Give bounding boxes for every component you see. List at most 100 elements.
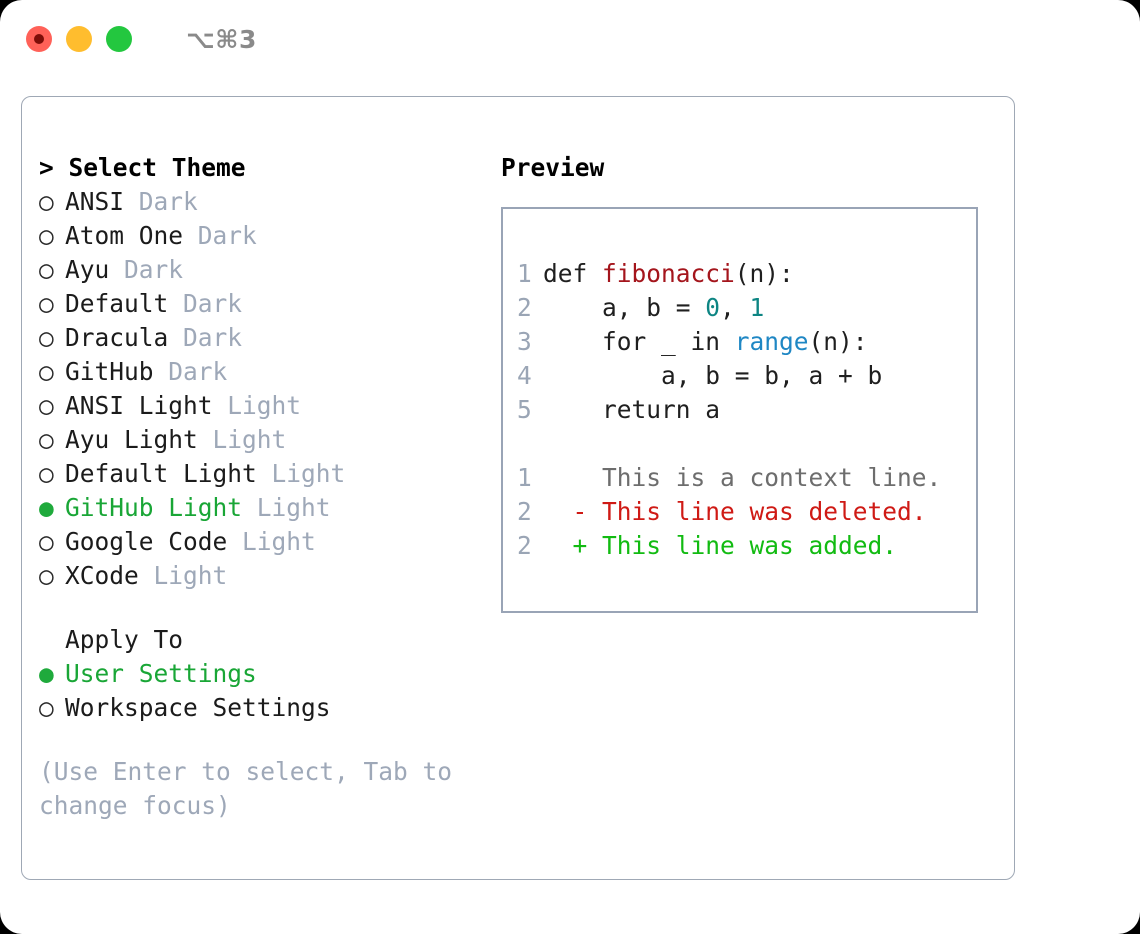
apply-to-option-user-settings[interactable]: ● User Settings <box>39 657 479 691</box>
diff-line-text: - This line was deleted. <box>543 497 927 526</box>
apply-to-options: ● User Settings ○ Workspace Settings <box>39 657 479 725</box>
apply-to-option-label: Workspace Settings <box>65 693 331 722</box>
theme-option-github-light[interactable]: ● GitHub Light Light <box>39 491 479 525</box>
theme-option-variant: Dark <box>168 323 243 352</box>
apply-to-title: Apply To <box>65 625 184 654</box>
theme-list: ○ ANSI Dark ○ Atom One Dark ○ Ayu Dark ○ Defaul… <box>39 185 479 593</box>
code-token: fibonacci <box>602 259 735 288</box>
theme-option-default-light[interactable]: ○ Default Light Light <box>39 457 479 491</box>
radio-unselected-icon: ○ <box>39 561 54 590</box>
code-line: 2 a, b = 0, 1 <box>517 291 968 325</box>
code-token: 0 <box>705 293 721 322</box>
theme-option-label: Default <box>65 289 169 318</box>
theme-option-variant: Light <box>227 527 316 556</box>
theme-option-github[interactable]: ○GitHub Dark <box>39 355 479 389</box>
line-number: 2 <box>517 531 532 560</box>
theme-option-label: Dracula <box>65 323 169 352</box>
line-number: 1 <box>517 463 532 492</box>
radio-unselected-icon: ○ <box>39 527 54 556</box>
code-line: 1 def fibonacci(n): <box>517 257 968 291</box>
line-number: 1 <box>517 259 532 288</box>
hint-spacer <box>39 725 479 755</box>
radio-unselected-icon: ○ <box>39 323 54 352</box>
theme-option-label: GitHub <box>65 357 154 386</box>
theme-option-label: ANSI <box>65 187 125 216</box>
code-token: (n): <box>734 259 794 288</box>
theme-option-variant: Light <box>256 459 346 488</box>
code-line: 3 for _ in range(n): <box>517 325 968 359</box>
theme-option-dracula[interactable]: ○ Dracula Dark <box>39 321 479 355</box>
radio-unselected-icon: ○ <box>39 357 54 386</box>
keyboard-shortcut-label: ⌥⌘3 <box>186 24 257 54</box>
maximize-button[interactable] <box>106 26 132 52</box>
radio-unselected-icon: ○ <box>39 255 54 284</box>
radio-unselected-icon: ○ <box>39 187 54 216</box>
theme-option-label: XCode <box>65 561 139 590</box>
theme-option-ansi[interactable]: ○ ANSI Dark <box>39 185 479 219</box>
diff-line-text: + This line was added. <box>543 531 898 560</box>
minimize-button[interactable] <box>66 26 92 52</box>
theme-option-label: ANSI Light <box>65 391 213 420</box>
theme-option-variant: Light <box>138 561 228 590</box>
radio-unselected-icon: ○ <box>39 693 54 722</box>
select-theme-header: > Select Theme <box>39 153 246 182</box>
code-token: for _ in <box>543 327 735 356</box>
theme-option-google-code[interactable]: ○ Google Code Light <box>39 525 479 559</box>
apply-to-option-workspace-settings[interactable]: ○ Workspace Settings <box>39 691 479 725</box>
line-number: 4 <box>517 361 532 390</box>
radio-unselected-icon: ○ <box>39 221 54 250</box>
theme-option-label: Ayu Light <box>65 425 198 454</box>
code-token: , <box>720 293 750 322</box>
theme-option-variant: Dark <box>124 187 198 216</box>
theme-option-variant: Light <box>242 493 331 522</box>
code-token: (n): <box>808 327 868 356</box>
theme-option-label: Default Light <box>65 459 257 488</box>
radio-unselected-icon: ○ <box>39 289 54 318</box>
radio-unselected-icon: ○ <box>39 391 54 420</box>
theme-option-xcode[interactable]: ○ XCode Light <box>39 559 479 593</box>
radio-unselected-icon: ○ <box>39 425 54 454</box>
apply-to-option-label: User Settings <box>65 659 257 688</box>
radio-unselected-icon: ○ <box>39 459 54 488</box>
code-token: return a <box>543 395 721 424</box>
theme-option-default[interactable]: ○ Default Dark <box>39 287 479 321</box>
theme-option-atom-one[interactable]: ○Atom One Dark <box>39 219 479 253</box>
code-line: 5 return a <box>517 393 968 427</box>
theme-option-label: Google Code <box>65 527 228 556</box>
diff-line-add: 2 + This line was added. <box>517 529 968 563</box>
theme-option-ayu[interactable]: ○ Ayu Dark <box>39 253 479 287</box>
close-button[interactable] <box>26 26 52 52</box>
theme-option-variant: Dark <box>168 289 243 318</box>
preview-title: Preview <box>501 153 605 182</box>
radio-selected-icon: ● <box>39 493 54 522</box>
theme-option-ansi-light[interactable]: ○ ANSI Light Light <box>39 389 479 423</box>
line-number: 2 <box>517 293 532 322</box>
diff-line-ctx: 1 This is a context line. <box>517 461 968 495</box>
theme-option-ayu-light[interactable]: ○Ayu Light Light <box>39 423 479 457</box>
code-token: a, b = <box>543 293 706 322</box>
title-bar: ⌥⌘3 <box>0 0 1140 78</box>
theme-option-label: Atom One <box>65 221 184 250</box>
theme-option-variant: Light <box>212 391 302 420</box>
radio-selected-icon: ● <box>39 659 54 688</box>
keyboard-hint-text: (Use Enter to select, Tab to change focu… <box>39 757 467 820</box>
diff-line-del: 2 - This line was deleted. <box>517 495 968 529</box>
code-token: 1 <box>749 293 765 322</box>
line-number: 5 <box>517 395 532 424</box>
section-spacer <box>39 593 479 623</box>
theme-list-column: > Select Theme ○ANSI Dark○Atom One Dark○… <box>39 151 479 823</box>
code-token: def <box>543 259 603 288</box>
line-number: 3 <box>517 327 532 356</box>
code-token: a, b = b, a + b <box>543 361 883 390</box>
theme-option-label: Ayu <box>65 255 110 284</box>
line-number: 2 <box>517 497 532 526</box>
diff-line-text: This is a context line. <box>543 463 942 492</box>
code-blank-line <box>517 427 968 461</box>
theme-option-variant: Dark <box>109 255 184 284</box>
theme-picker-panel: > Select Theme ○ANSI Dark○Atom One Dark○… <box>21 96 1015 880</box>
theme-option-label: GitHub Light <box>65 493 243 522</box>
